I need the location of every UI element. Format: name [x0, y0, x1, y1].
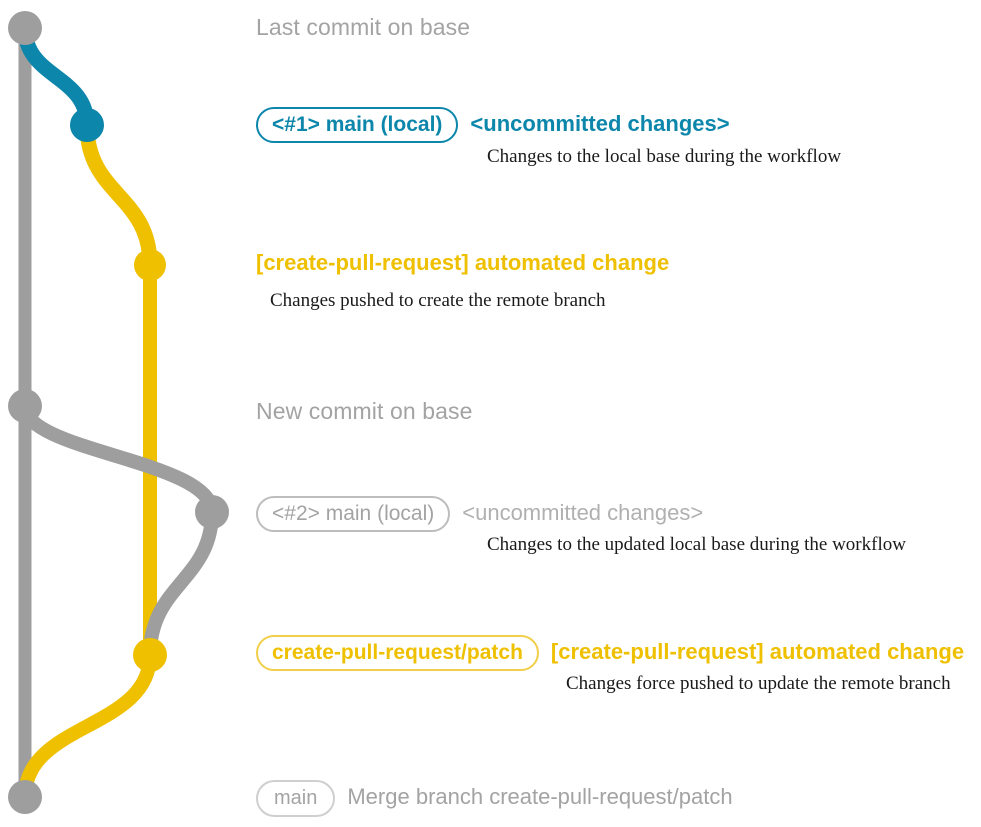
- badge-main-local-2[interactable]: <#2> main (local): [256, 496, 451, 532]
- commit-node-base-head[interactable]: [8, 11, 42, 45]
- subject-uncommitted-changes-2: <uncommitted changes>: [462, 500, 704, 525]
- badge-create-pull-request-patch[interactable]: create-pull-request/patch: [256, 635, 539, 671]
- edge-base-to-local1: [17, 20, 95, 133]
- badge-main[interactable]: main: [256, 780, 336, 817]
- edge-local2-to-patch2: [143, 505, 219, 662]
- heading-new-commit-on-base: New commit on base: [256, 398, 473, 424]
- commit-node-local-1[interactable]: [70, 108, 104, 142]
- subject-uncommitted-changes-1: <uncommitted changes>: [470, 111, 730, 136]
- row-last-commit-on-base: Last commit on base: [256, 14, 470, 41]
- commit-node-base-new[interactable]: [8, 389, 42, 423]
- row-local-uncommitted-1: <#1> main (local) <uncommitted changes>: [256, 107, 730, 143]
- description-local-uncommitted-2: Changes to the updated local base during…: [487, 534, 906, 555]
- row-new-commit-on-base: New commit on base: [256, 398, 473, 425]
- row-automated-change-2: create-pull-request/patch [create-pull-r…: [256, 635, 964, 671]
- heading-last-commit-on-base: Last commit on base: [256, 14, 471, 40]
- commit-node-patch-1[interactable]: [134, 249, 166, 281]
- description-automated-change-1: Changes pushed to create the remote bran…: [270, 290, 606, 311]
- row-merge-commit: main Merge branch create-pull-request/pa…: [256, 780, 733, 817]
- subject-automated-change-2: [create-pull-request] automated change: [550, 639, 965, 664]
- badge-main-local-1[interactable]: <#1> main (local): [256, 107, 459, 143]
- edge-patch2-to-merge: [18, 648, 157, 804]
- row-automated-change-1: [create-pull-request] automated change: [256, 252, 669, 274]
- edge-base-to-local2: [18, 399, 219, 519]
- description-automated-change-2: Changes force pushed to update the remot…: [566, 673, 951, 694]
- row-local-uncommitted-2: <#2> main (local) <uncommitted changes>: [256, 496, 703, 532]
- commit-node-local-2[interactable]: [195, 495, 229, 529]
- subject-automated-change-1: [create-pull-request] automated change: [256, 250, 670, 275]
- edge-local1-to-patch1: [79, 117, 158, 273]
- commit-node-patch-2[interactable]: [133, 638, 167, 672]
- commit-node-merge[interactable]: [8, 780, 42, 814]
- description-local-uncommitted-1: Changes to the local base during the wor…: [487, 146, 842, 167]
- subject-merge-commit: Merge branch create-pull-request/patch: [347, 784, 733, 809]
